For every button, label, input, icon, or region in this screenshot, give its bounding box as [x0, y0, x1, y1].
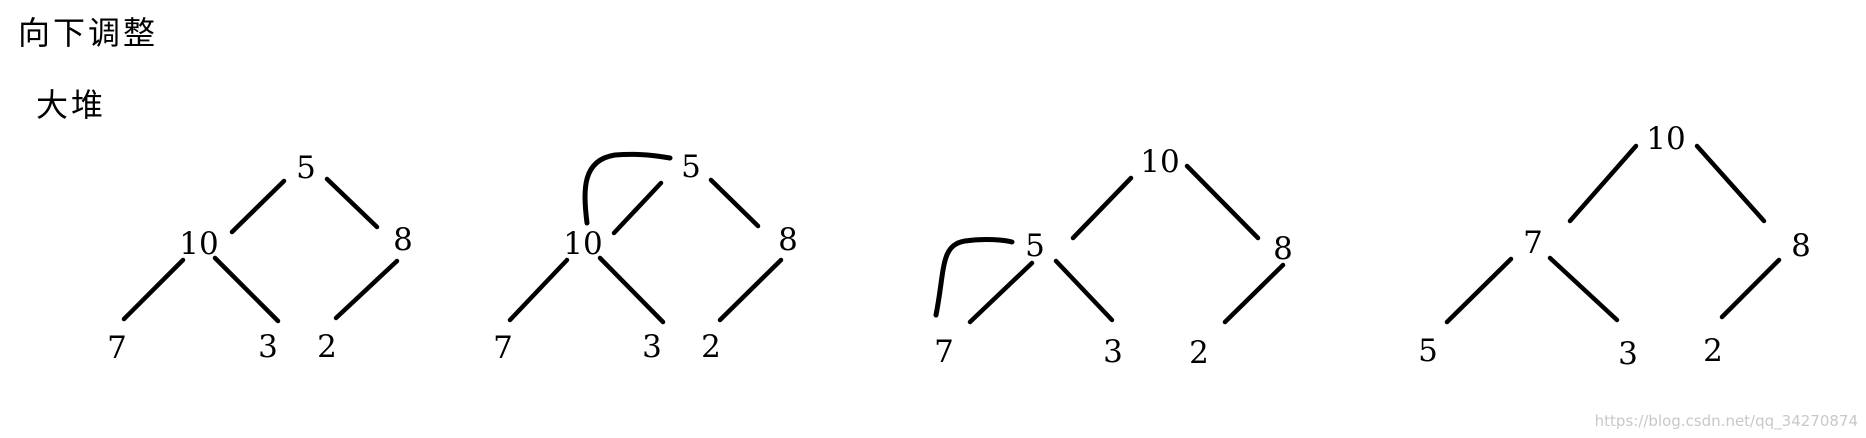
tree-node-right: 8 [1791, 228, 1811, 264]
swap-arrow [582, 151, 673, 226]
tree-node-left-right: 3 [1103, 334, 1123, 370]
tree-2: 5 10 8 7 3 2 [493, 149, 798, 366]
tree-node-left: 7 [1523, 225, 1543, 261]
edge [1719, 257, 1782, 320]
edge [1053, 258, 1115, 323]
tree-node-left-right: 3 [258, 329, 278, 365]
edge [611, 180, 664, 236]
tree-node-right-left: 2 [317, 329, 337, 365]
heading: 向下调整 [18, 14, 159, 52]
tree-node-root: 10 [1646, 121, 1685, 157]
edge [507, 257, 570, 323]
tree-1: 5 10 8 7 3 2 [107, 150, 413, 366]
tree-node-left-left: 7 [934, 334, 954, 370]
tree-node-root: 5 [296, 150, 316, 186]
swap-arrow [933, 236, 1015, 318]
edge [1070, 175, 1134, 241]
tree-node-right: 8 [393, 222, 413, 258]
tree-node-right-left: 2 [1189, 335, 1209, 371]
tree-node-left: 10 [563, 226, 602, 262]
edge [717, 257, 784, 323]
tree-node-left-left: 7 [493, 330, 513, 366]
tree-3: 10 5 8 7 3 2 [933, 144, 1293, 371]
tree-node-right: 8 [1273, 231, 1293, 267]
edge [1547, 255, 1620, 323]
tree-node-right: 8 [778, 222, 798, 258]
tree-node-left: 10 [179, 226, 218, 262]
edge [1222, 262, 1286, 325]
edge [1444, 256, 1514, 325]
edge [1694, 143, 1767, 224]
tree-node-left-right: 3 [1618, 336, 1638, 372]
edge [333, 258, 400, 321]
subheading: 大堆 [36, 86, 107, 124]
edge [597, 255, 666, 325]
tree-node-right-left: 2 [1703, 333, 1723, 369]
tree-node-root: 10 [1140, 144, 1179, 180]
edge [1184, 163, 1261, 241]
tree-node-left-left: 7 [107, 330, 127, 366]
tree-node-right-left: 2 [701, 329, 721, 365]
tree-node-left-left: 5 [1418, 333, 1438, 369]
edge [967, 260, 1035, 325]
edge [1567, 143, 1639, 224]
edge [121, 257, 186, 322]
tree-4: 10 7 8 5 3 2 [1418, 121, 1811, 372]
edge [229, 178, 287, 235]
edge [324, 176, 380, 230]
tree-node-left-right: 3 [642, 329, 662, 365]
tree-node-root: 5 [681, 149, 701, 185]
tree-node-left: 5 [1025, 228, 1045, 264]
edge [212, 255, 281, 324]
watermark: https://blog.csdn.net/qq_34270874 [1594, 412, 1858, 430]
edge [708, 177, 761, 229]
